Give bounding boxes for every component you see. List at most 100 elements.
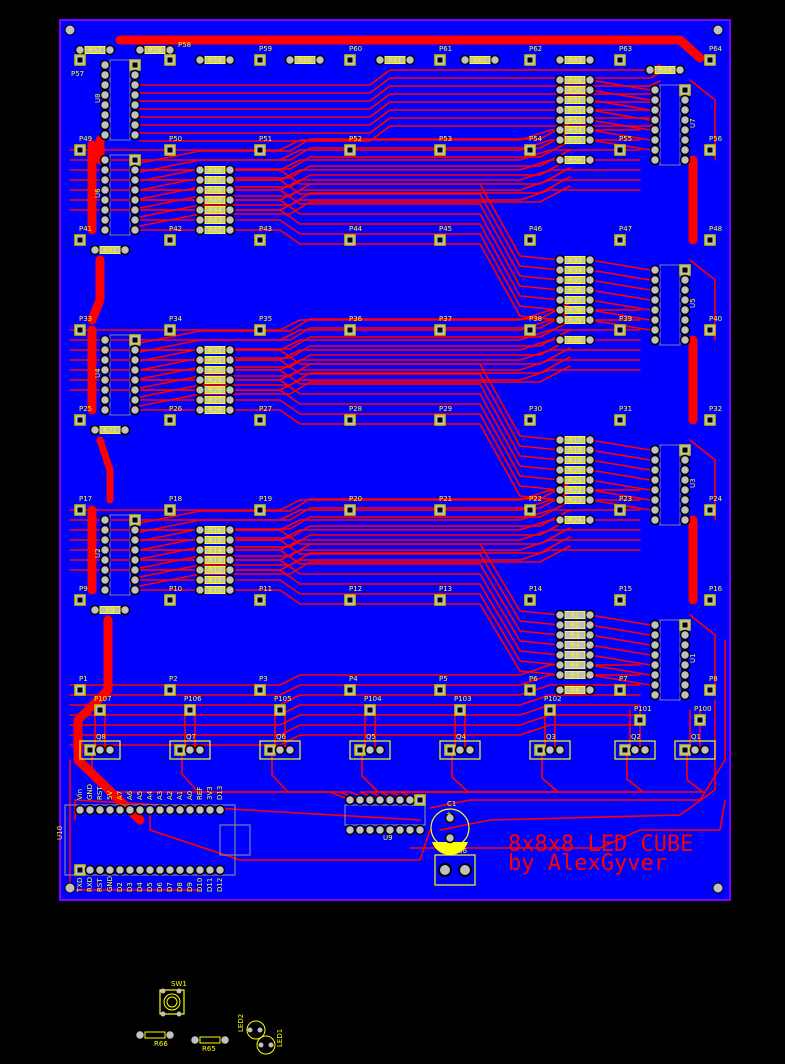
resistor-pad (224, 224, 236, 236)
ic-pin (129, 214, 141, 226)
resistor-pad (194, 54, 206, 66)
board-outline (59, 19, 731, 901)
ic-pin (129, 384, 141, 396)
trace (379, 751, 559, 801)
pad-hole (437, 507, 443, 513)
resistor-pad (584, 304, 596, 316)
ic-pin (364, 824, 376, 836)
transistor-pin (284, 744, 296, 756)
pad-hole (617, 237, 623, 243)
arduino-pin-label: RST (96, 878, 104, 892)
ic-pin (649, 314, 661, 326)
resistor-label: R21 (568, 477, 582, 485)
ic-pin (99, 514, 111, 526)
transistor-pin (464, 744, 476, 756)
pad-hole (707, 57, 713, 63)
ic-pin (649, 134, 661, 146)
pad-label: P3 (259, 675, 268, 683)
ic-label: U2 (94, 548, 102, 558)
trace (589, 279, 651, 291)
ic-pin (649, 264, 661, 276)
trace (589, 674, 651, 686)
pad-label: P12 (349, 585, 362, 593)
ic-pin (679, 154, 691, 166)
ic-label: U5 (689, 298, 697, 308)
ic-pin (99, 354, 111, 366)
arduino-pin-label: D4 (136, 882, 144, 892)
ic-pin (99, 574, 111, 586)
trace (139, 491, 571, 533)
resistor-label: R55 (568, 137, 582, 145)
resistor-body (204, 376, 226, 384)
trace (229, 219, 561, 311)
arduino-pin (204, 864, 216, 876)
transistor-pin (554, 744, 566, 756)
resistor-body (99, 246, 121, 254)
resistor-label: R1 (570, 612, 579, 620)
pad-label: P102 (544, 695, 562, 703)
ic-pin (679, 324, 691, 336)
trace (589, 449, 651, 461)
resistor-body (294, 56, 316, 64)
pad-hole (357, 747, 363, 753)
capacitor-pin (444, 812, 456, 824)
trace (139, 80, 661, 102)
pad-hole (132, 517, 138, 523)
trace (69, 179, 641, 201)
resistor-label: R33 (568, 257, 582, 265)
trace (139, 356, 571, 398)
trace (589, 664, 651, 676)
ic-pin (129, 194, 141, 206)
pad-hole (707, 147, 713, 153)
ic-label: U4 (94, 368, 102, 378)
resistor-pad (554, 454, 566, 466)
ic-pin (679, 514, 691, 526)
ic-pin (364, 794, 376, 806)
arduino-pin-label: D7 (166, 882, 174, 892)
transistor-pin (629, 744, 641, 756)
switch-label: SW1 (171, 980, 187, 988)
arduino-pin (104, 804, 116, 816)
arduino-pin (114, 864, 126, 876)
switch-button (166, 996, 178, 1008)
resistor-label: R64 (658, 67, 672, 75)
trace (589, 299, 651, 311)
resistor-pad (224, 404, 236, 416)
ic-pin (99, 99, 111, 111)
pad-hole (347, 507, 353, 513)
ic-pin (649, 324, 661, 336)
arduino-usb-outline (219, 824, 251, 856)
ic-pin (679, 124, 691, 136)
resistor-pad (554, 434, 566, 446)
ic-pin (344, 824, 356, 836)
transistor-pin (184, 744, 196, 756)
resistor-label: R41 (103, 247, 117, 255)
resistor-pad (459, 54, 471, 66)
pad-hole (527, 687, 533, 693)
ic-pin (374, 824, 386, 836)
ic-pin (129, 554, 141, 566)
resistor-label: R2 (570, 622, 579, 630)
resistor-label: R52 (568, 107, 582, 115)
trace (589, 79, 651, 91)
ic-pin (129, 584, 141, 596)
resistor-pad (554, 609, 566, 621)
ic-body (344, 804, 426, 826)
pad-label: P45 (439, 225, 452, 233)
led-pin (257, 1027, 263, 1033)
resistor-label: R49 (568, 77, 582, 85)
pad-hole (257, 417, 263, 423)
resistor-label: R43 (208, 217, 222, 225)
resistor-body (564, 86, 586, 94)
led-label: LED2 (237, 1014, 245, 1032)
arduino-pin-label: A6 (126, 790, 134, 800)
resistor-pad (194, 344, 206, 356)
resistor-label: R53 (568, 117, 582, 125)
pad-label: P47 (619, 225, 632, 233)
pad-label: P43 (259, 225, 272, 233)
ic-pin (649, 154, 661, 166)
pad-hole (177, 747, 183, 753)
resistor-pad (224, 384, 236, 396)
copper-traces (69, 35, 726, 891)
resistor-body (564, 611, 586, 619)
